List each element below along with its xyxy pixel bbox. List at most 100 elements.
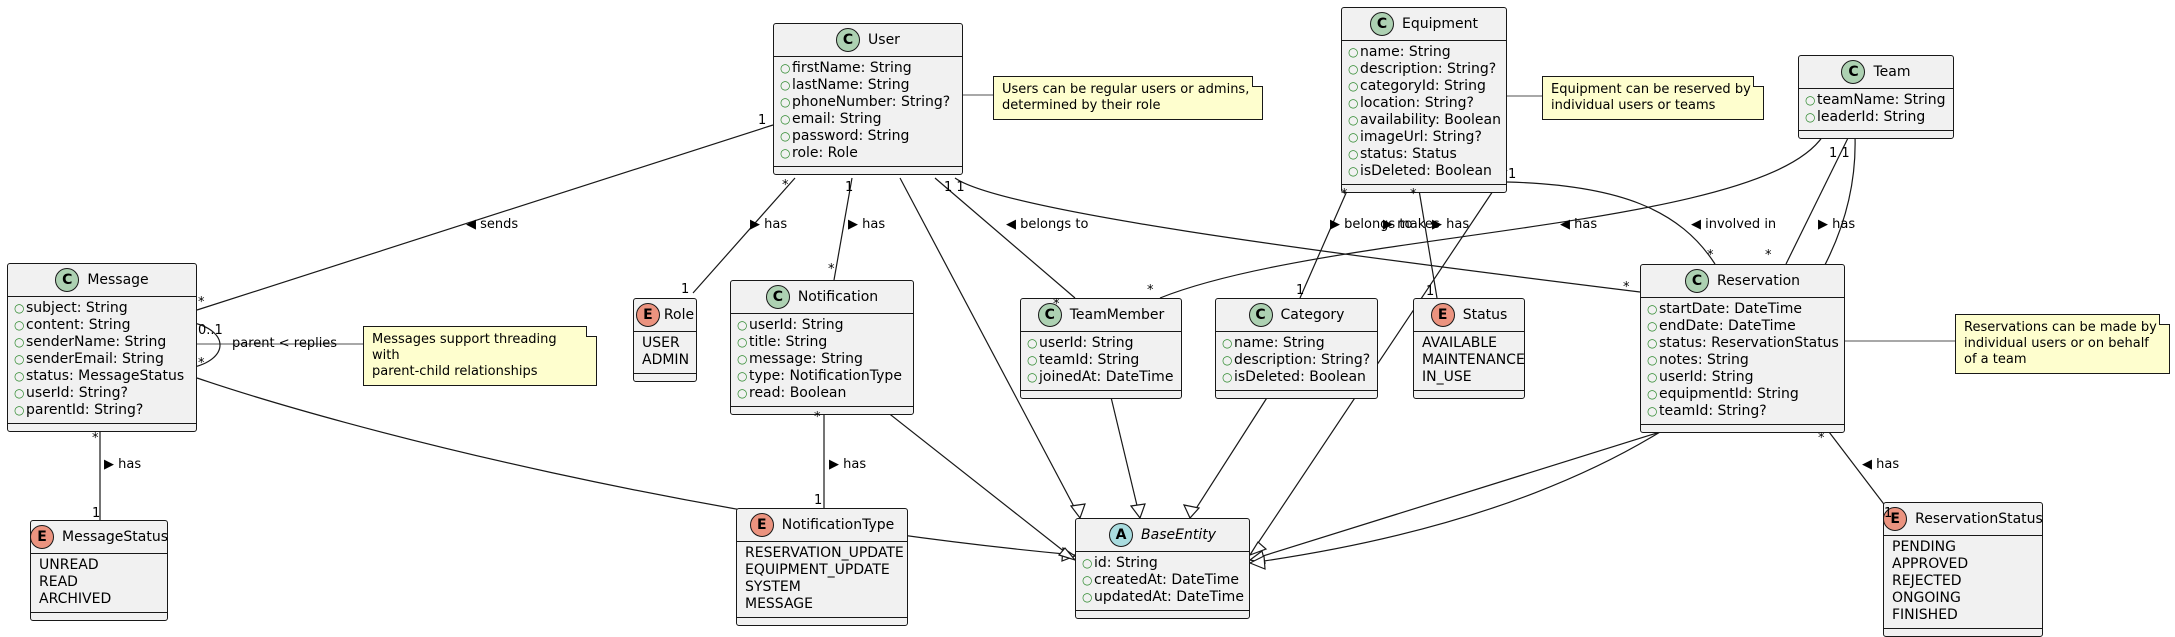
mult-teammember: * (1053, 297, 1060, 312)
attribute-row: ○title: String (737, 334, 907, 351)
enum-value: ADMIN (640, 352, 690, 369)
public-visibility-icon: ○ (1348, 45, 1359, 59)
attribute-row: ○availability: Boolean (1348, 112, 1501, 129)
attribute-row: ○createdAt: DateTime (1082, 572, 1243, 589)
attribute-list: ○startDate: DateTime○endDate: DateTime○s… (1641, 298, 1844, 425)
mult-message-parent: 0..1 (198, 323, 223, 338)
public-visibility-icon: ○ (1805, 110, 1816, 124)
mult-teammember-team: * (1147, 283, 1154, 298)
public-visibility-icon: ○ (1647, 353, 1658, 367)
mult-user-teammember: 1 1 (944, 180, 965, 195)
mult-reservation-team: * (1765, 248, 1772, 263)
enum-value-text: EQUIPMENT_UPDATE (745, 562, 890, 578)
edge-user-role (692, 177, 796, 294)
attribute-text: isDeleted: Boolean (1360, 163, 1492, 179)
public-visibility-icon: ○ (1348, 113, 1359, 127)
enum-title: NotificationType (781, 516, 895, 533)
edge-label-sends: ◀ sends (466, 217, 519, 232)
class-badge-icon: C (1684, 269, 1709, 293)
public-visibility-icon: ○ (1222, 336, 1233, 350)
attribute-list: ○subject: String○content: String○senderN… (8, 297, 196, 424)
class-badge-icon: C (1370, 12, 1394, 36)
public-visibility-icon: ○ (1027, 353, 1038, 367)
public-visibility-icon: ○ (1082, 556, 1093, 570)
edge-equipment-reservation (1506, 181, 1716, 265)
attribute-text: joinedAt: DateTime (1039, 369, 1174, 385)
public-visibility-icon: ○ (780, 129, 791, 143)
attribute-text: teamId: String (1039, 352, 1140, 368)
public-visibility-icon: ○ (737, 318, 748, 332)
public-visibility-icon: ○ (1027, 370, 1038, 384)
mult-equipment-category: * (1341, 187, 1348, 202)
mult-message-status-src: * (92, 431, 99, 446)
attribute-text: equipmentId: String (1659, 386, 1799, 402)
enum-value: AVAILABLE (1420, 335, 1518, 352)
attribute-text: status: MessageStatus (26, 368, 185, 384)
public-visibility-icon: ○ (1647, 319, 1658, 333)
edge-label-belongs-to: ◀ belongs to (1006, 217, 1089, 232)
attribute-text: endDate: DateTime (1659, 318, 1796, 334)
mult-equipment-status: * (1410, 187, 1417, 202)
public-visibility-icon: ○ (1348, 147, 1359, 161)
inherit-arrow-6 (1248, 541, 1268, 557)
edge-label-role-has: ▶ has (750, 217, 788, 232)
enum-value: EQUIPMENT_UPDATE (743, 562, 901, 579)
edge-label-notification-has: ▶ has (848, 217, 886, 232)
attribute-list: ○id: String○createdAt: DateTime○updatedA… (1076, 552, 1249, 611)
mult-notification-type-src: * (814, 410, 821, 425)
attribute-row: ○message: String (737, 351, 907, 368)
edge-user-message (196, 124, 774, 311)
enum-value: UNREAD (37, 557, 161, 574)
attribute-text: firstName: String (792, 60, 912, 76)
attribute-text: teamId: String? (1659, 403, 1767, 419)
attribute-text: content: String (26, 317, 131, 333)
class-badge-icon: C (55, 268, 80, 292)
edge-user-teammember (934, 177, 1076, 299)
public-visibility-icon: ○ (1805, 93, 1816, 107)
attribute-row: ○name: String (1222, 335, 1371, 352)
mult-message-status: 1 (92, 506, 101, 521)
mult-notification: * (828, 262, 835, 277)
attribute-text: lastName: String (792, 77, 910, 93)
attribute-text: email: String (792, 111, 882, 127)
attribute-list: ○userId: String○teamId: String○joinedAt:… (1021, 332, 1181, 391)
enum-value-text: USER (642, 335, 680, 351)
edge-label-involved-in: ◀ involved in (1691, 217, 1777, 232)
inherit-arrow-8 (1248, 555, 1266, 570)
attribute-row: ○type: NotificationType (737, 368, 907, 385)
attribute-row: ○read: Boolean (737, 385, 907, 402)
attribute-text: role: Role (792, 145, 858, 161)
attribute-row: ○firstName: String (780, 60, 956, 77)
attribute-text: name: String (1234, 335, 1325, 351)
edge-label-notification-type-has: ▶ has (829, 457, 867, 472)
mult-reservation-status: 1 (1884, 506, 1893, 521)
attribute-text: userId: String (1659, 369, 1754, 385)
enum-badge-icon: E (30, 525, 55, 549)
public-visibility-icon: ○ (14, 301, 25, 315)
inherit-arrow-3 (1069, 503, 1086, 520)
edge-category-baseentity (1189, 392, 1271, 519)
attribute-row: ○content: String (14, 317, 190, 334)
enum-title: ReservationStatus (1915, 510, 2043, 527)
edge-reservation-baseentity (1249, 427, 1674, 561)
attribute-row: ○notes: String (1647, 352, 1838, 369)
attribute-row: ○senderEmail: String (14, 351, 190, 368)
attribute-row: ○endDate: DateTime (1647, 318, 1838, 335)
public-visibility-icon: ○ (1027, 336, 1038, 350)
attribute-text: userId: String? (26, 385, 128, 401)
class-title: Category (1280, 306, 1345, 323)
enum-value: RESERVATION_UPDATE (743, 545, 904, 562)
attribute-row: ○teamId: String? (1647, 403, 1838, 420)
enum-value-text: IN_USE (1422, 369, 1472, 385)
attribute-row: ○status: ReservationStatus (1647, 335, 1839, 352)
attribute-text: imageUrl: String? (1360, 129, 1482, 145)
public-visibility-icon: ○ (1082, 573, 1093, 587)
class-title: User (868, 31, 900, 48)
class-title: TeamMember (1069, 306, 1165, 323)
